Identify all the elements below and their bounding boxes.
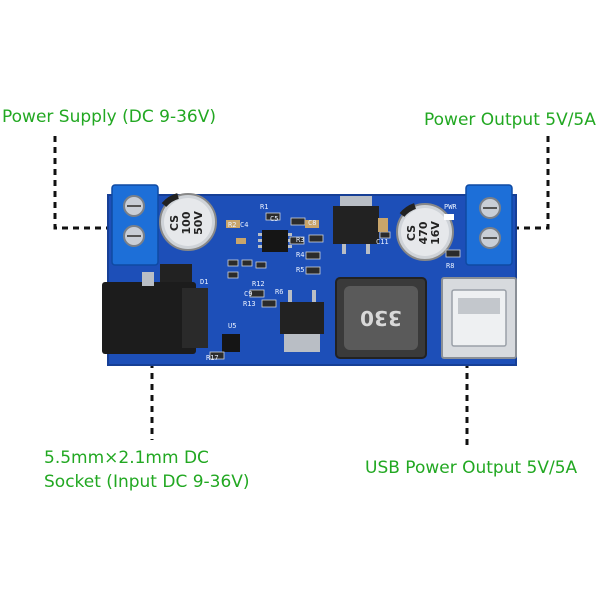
silk-r13: R13 (243, 300, 256, 308)
mid-mosfet (280, 290, 324, 352)
silk-r6: R6 (275, 288, 284, 296)
leader-power-supply (53, 136, 112, 230)
dc-socket-label: 5.5mm×2.1mm DC Socket (Input DC 9-36V) (44, 446, 250, 494)
dc-socket-line2: Socket (Input DC 9-36V) (44, 472, 250, 492)
silk-r8: R8 (446, 262, 455, 270)
silk-r3: R3 (296, 236, 305, 244)
silk-pwr: PWR (444, 203, 457, 211)
input-capacitor-label: CS 100 50V (168, 201, 209, 245)
silk-r17: R17 (206, 354, 219, 362)
silk-u5: U5 (228, 322, 237, 330)
smd-components (209, 212, 461, 360)
silk-c9: C9 (244, 290, 253, 298)
output-capacitor-label: CS 470 16V (405, 211, 446, 255)
inductor-label: 330 (360, 306, 402, 330)
controller-ic (258, 230, 292, 252)
output-capacitor (396, 203, 454, 261)
inductor (335, 277, 427, 359)
silk-r2: R2 (228, 221, 237, 229)
power-supply-label: Power Supply (DC 9-36V) (2, 107, 216, 127)
diode-d1 (160, 264, 192, 282)
cap-right-line3: 16V (429, 221, 442, 245)
silk-r12: R12 (252, 280, 265, 288)
silk-c5: C5 (270, 215, 279, 223)
silk-c11: C11 (376, 238, 389, 246)
dc-barrel-jack (102, 272, 208, 354)
silk-r4: R4 (296, 251, 305, 259)
usb-output-label: USB Power Output 5V/5A (365, 458, 578, 478)
input-capacitor (159, 193, 217, 251)
leader-lines (53, 136, 550, 450)
silk-d1: D1 (200, 278, 209, 286)
usb-a-port (441, 277, 517, 359)
silk-r1: R1 (260, 203, 269, 211)
silk-c4: C4 (240, 221, 249, 229)
dc-socket-line1: 5.5mm×2.1mm DC (44, 448, 209, 468)
power-output-label: Power Output 5V/5A (424, 110, 596, 130)
pwr-led (444, 214, 454, 220)
leader-power-output (516, 136, 550, 230)
cap-left-line3: 50V (192, 211, 205, 235)
output-terminal-block (465, 184, 513, 266)
top-mosfet (333, 196, 379, 254)
silk-r5: R5 (296, 266, 305, 274)
ceramic-caps (226, 218, 388, 244)
ic-u5 (222, 334, 240, 352)
input-terminal-block (111, 184, 159, 266)
silk-c8: C8 (308, 219, 317, 227)
